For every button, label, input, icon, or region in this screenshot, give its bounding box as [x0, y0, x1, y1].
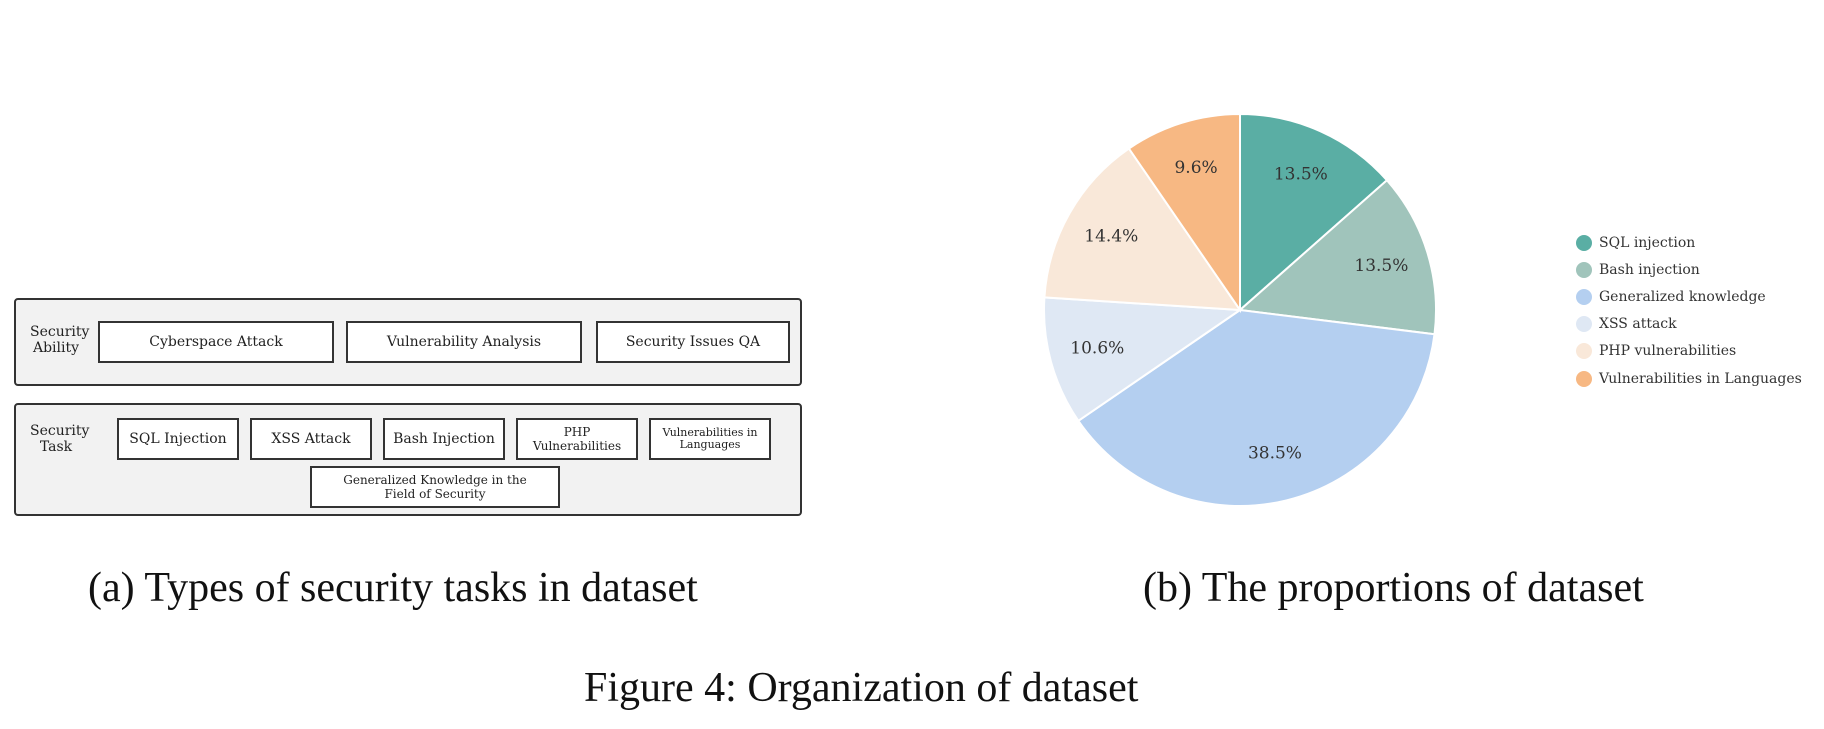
legend-swatch-1: [1576, 234, 1592, 251]
legend-item-4: XSS attack: [1576, 311, 1824, 338]
security-ability-label: Security Ability: [30, 324, 90, 356]
legend-item-5: PHP vulnerabilities: [1576, 338, 1824, 365]
pie-label-2: 13.5%: [1354, 256, 1408, 276]
task-box-bash-injection: Bash Injection: [383, 418, 505, 460]
security-ability-group: Security Ability Cyberspace Attack Vulne…: [14, 298, 802, 386]
legend-swatch-2: [1576, 261, 1592, 278]
pie-label-5: 14.4%: [1084, 226, 1138, 246]
pie-slice-4: [1043, 296, 1243, 423]
ability-box-cyberspace-attack: Cyberspace Attack: [98, 321, 334, 363]
legend-swatch-5: [1576, 343, 1592, 360]
pie-slice-5: [1043, 147, 1242, 312]
legend-swatch-6: [1576, 370, 1592, 387]
legend-label-6: Vulnerabilities in Languages: [1599, 370, 1802, 387]
legend-item-6: Vulnerabilities in Languages: [1576, 365, 1824, 392]
pie-label-4: 10.6%: [1070, 339, 1124, 359]
ability-box-security-issues-qa: Security Issues QA: [596, 321, 790, 363]
legend-item-2: Bash injection: [1576, 256, 1824, 283]
security-task-label: Security Task: [30, 423, 90, 455]
pie-label-3: 38.5%: [1248, 443, 1302, 463]
legend-swatch-3: [1576, 288, 1592, 305]
task-box-xss-attack: XSS Attack: [250, 418, 372, 460]
pie-slices: [1043, 112, 1437, 507]
panel-b-caption: (b) The proportions of dataset: [1143, 565, 1644, 611]
legend-item-3: Generalized knowledge: [1576, 283, 1824, 310]
pie-label-6: 9.6%: [1174, 158, 1217, 178]
security-task-group: Security Task SQL Injection XSS Attack B…: [14, 403, 802, 516]
pie-slice-3: [1076, 308, 1436, 507]
figure-caption: Figure 4: Organization of dataset: [584, 665, 1139, 711]
legend-label-1: SQL injection: [1599, 234, 1696, 251]
legend-label-2: Bash injection: [1599, 261, 1700, 278]
task-box-generalized-knowledge: Generalized Knowledge in the Field of Se…: [310, 466, 560, 508]
pie-label-1: 13.5%: [1274, 165, 1328, 185]
legend-label-4: XSS attack: [1599, 316, 1677, 333]
legend-label-3: Generalized knowledge: [1599, 288, 1766, 305]
pie-slice-2: [1237, 178, 1437, 336]
legend-label-5: PHP vulnerabilities: [1599, 343, 1737, 360]
pie-labels: 13.5% 13.5% 38.5% 10.6% 14.4% 9.6%: [1070, 158, 1408, 463]
pie-slice-1: [1239, 112, 1389, 313]
task-box-vulnerabilities-in-languages: Vulnerabilities in Languages: [649, 418, 771, 460]
task-box-php-vulnerabilities: PHP Vulnerabilities: [516, 418, 638, 460]
legend-swatch-4: [1576, 316, 1592, 333]
ability-box-vulnerability-analysis: Vulnerability Analysis: [346, 321, 582, 363]
pie-chart: 13.5% 13.5% 38.5% 10.6% 14.4% 9.6%: [1043, 112, 1437, 507]
task-box-sql-injection: SQL Injection: [117, 418, 239, 460]
legend-item-1: SQL injection: [1576, 229, 1824, 256]
pie-slice-6: [1127, 112, 1241, 314]
panel-a-caption: (a) Types of security tasks in dataset: [88, 565, 698, 611]
